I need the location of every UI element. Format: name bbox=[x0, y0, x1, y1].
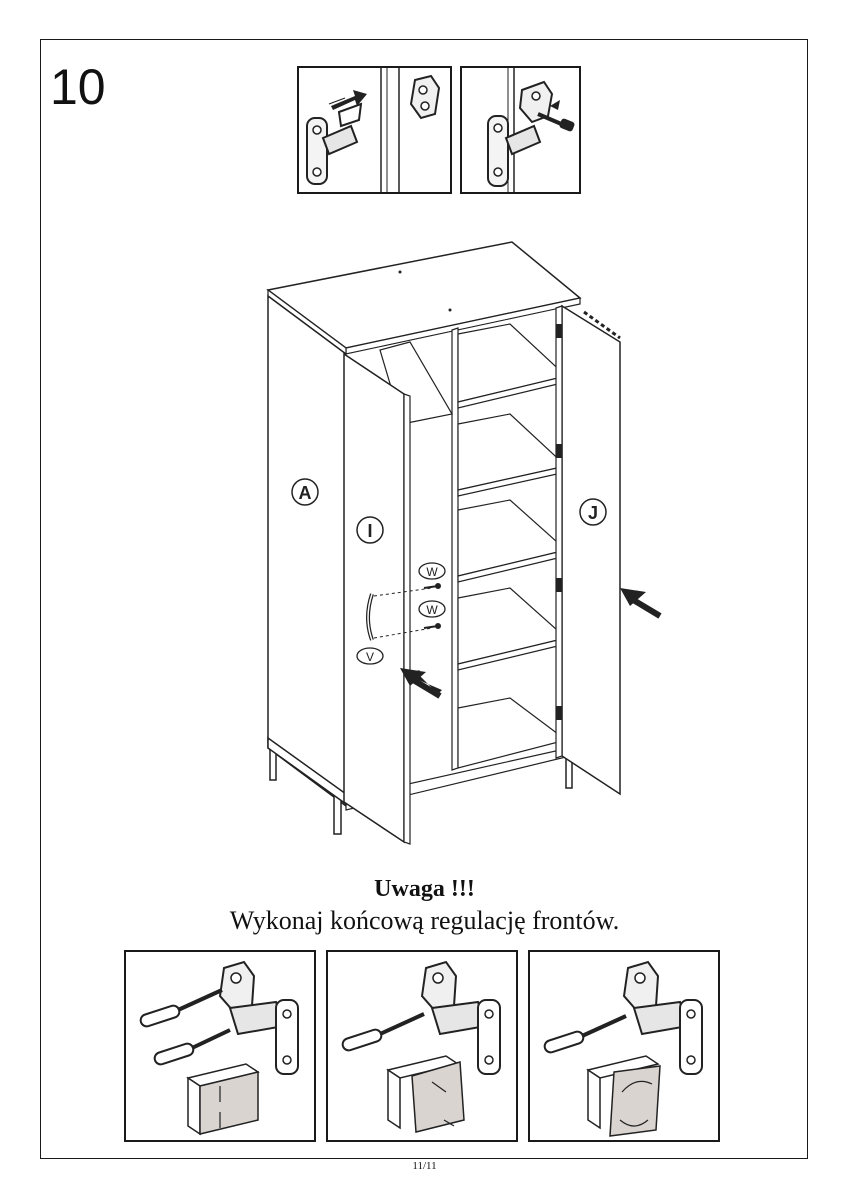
adjust-panel-depth bbox=[528, 950, 720, 1142]
push-arrow-icon bbox=[328, 90, 367, 110]
warning-text: Wykonaj końcową regulację frontów. bbox=[229, 906, 620, 935]
label-v: V bbox=[356, 647, 384, 665]
label-i: I bbox=[356, 516, 384, 544]
label-w-bottom: W bbox=[418, 600, 446, 618]
screwdriver-icon bbox=[341, 1012, 425, 1052]
svg-text:W: W bbox=[426, 565, 438, 579]
hinge-detail-panel-2 bbox=[460, 66, 581, 194]
adjust-panel-vertical bbox=[124, 950, 316, 1142]
depth-adjustment-illustration bbox=[543, 960, 703, 1137]
svg-text:W: W bbox=[426, 603, 438, 617]
svg-text:A: A bbox=[299, 483, 312, 503]
adjust-panel-side bbox=[326, 950, 518, 1142]
svg-text:V: V bbox=[366, 650, 374, 664]
step-number: 10 bbox=[50, 59, 106, 115]
hinge-detail-panel-1 bbox=[297, 66, 452, 194]
side-adjustment-illustration bbox=[341, 960, 501, 1133]
adjust-arrow-icon bbox=[619, 1080, 653, 1127]
label-w-top: W bbox=[418, 562, 446, 580]
svg-text:I: I bbox=[367, 521, 372, 541]
page-frame bbox=[40, 39, 808, 1159]
vertical-adjustment-illustration bbox=[139, 960, 299, 1136]
label-j: J bbox=[579, 498, 607, 526]
svg-text:J: J bbox=[588, 503, 598, 523]
push-arrow-icon bbox=[620, 588, 662, 619]
wardrobe-illustration: A I J W W V bbox=[266, 241, 662, 845]
screwdriver-icon bbox=[139, 988, 231, 1066]
hinge-mount-illustration bbox=[306, 68, 441, 192]
label-a: A bbox=[291, 478, 319, 506]
warning-title: Uwaga !!! bbox=[374, 876, 475, 902]
push-arrow-icon bbox=[400, 668, 442, 699]
hinge-screw-illustration bbox=[487, 68, 575, 192]
screwdriver-icon bbox=[537, 112, 575, 132]
page-number: 11/11 bbox=[412, 1160, 437, 1172]
screwdriver-icon bbox=[543, 1014, 627, 1054]
adjust-arrow-icon bbox=[431, 1081, 455, 1127]
